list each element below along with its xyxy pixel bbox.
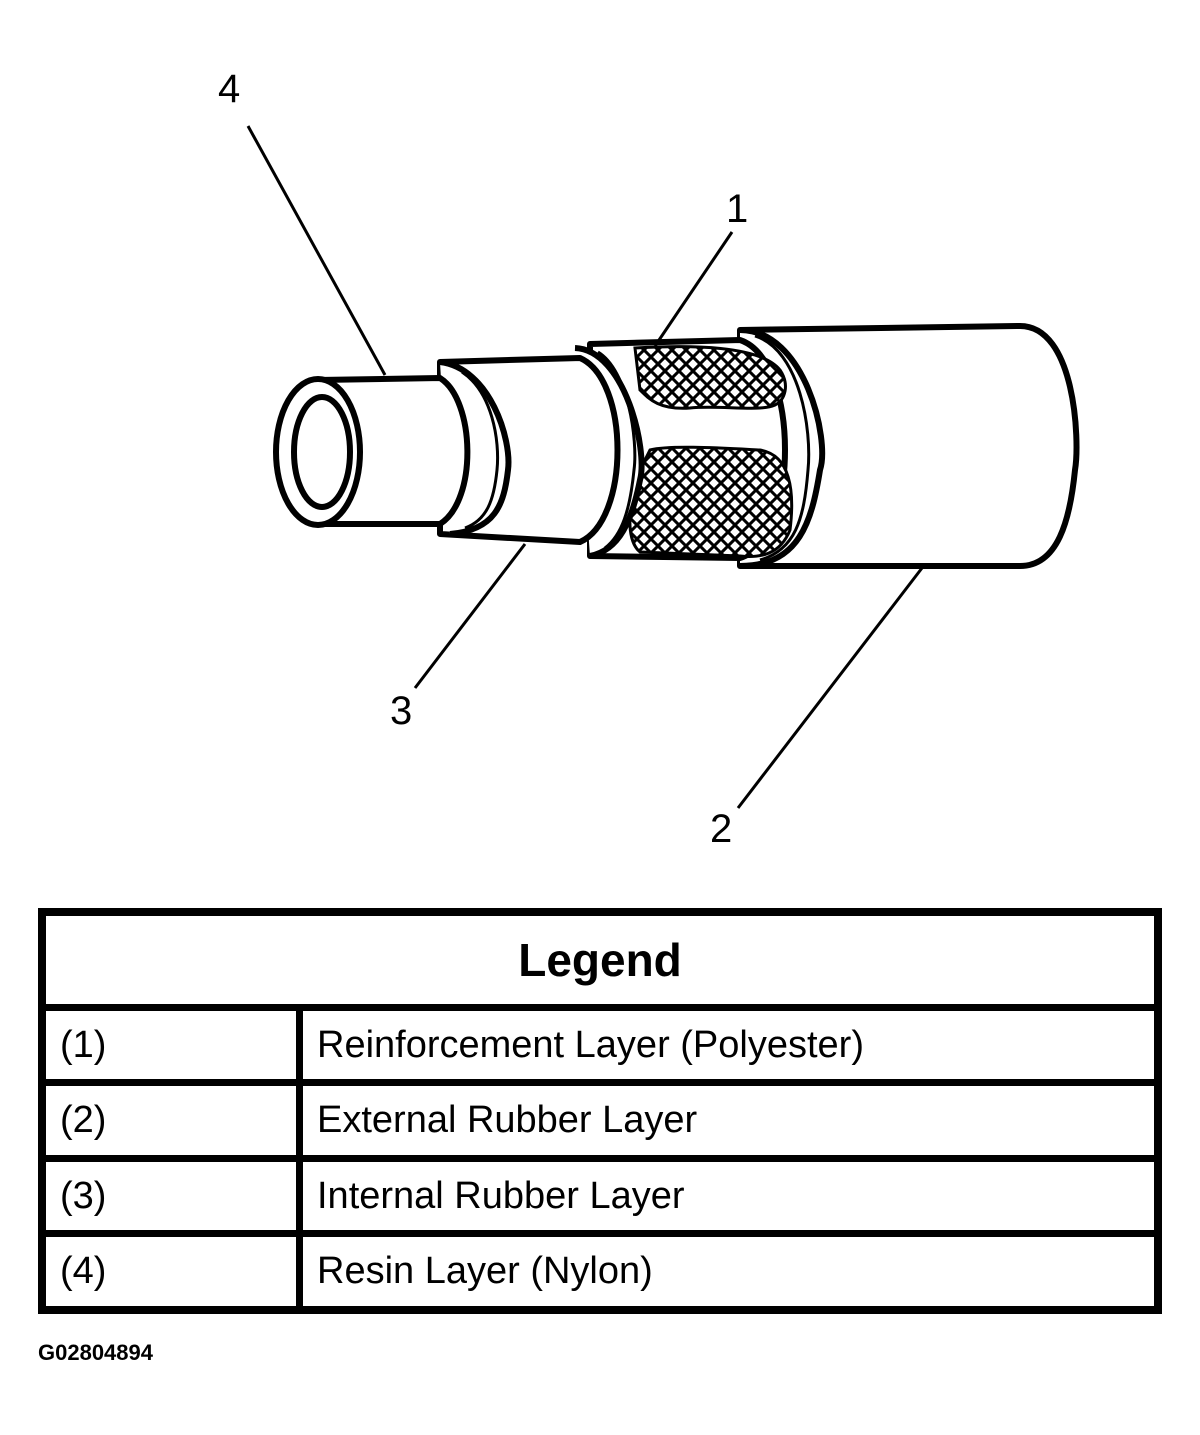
legend-number: (2) — [38, 1079, 303, 1162]
legend-row: (4) Resin Layer (Nylon) — [38, 1230, 1162, 1314]
legend-description: Reinforcement Layer (Polyester) — [296, 1003, 1162, 1087]
leader-lines — [246, 125, 924, 809]
legend-description: Internal Rubber Layer — [296, 1154, 1162, 1238]
legend-number: (4) — [38, 1230, 303, 1314]
resin-layer-shape — [273, 375, 471, 528]
leader-line-4 — [246, 125, 387, 376]
legend-row: (2) External Rubber Layer — [38, 1079, 1162, 1162]
hose-layers-diagram: 4 1 3 2 — [218, 67, 1080, 851]
legend-row: (3) Internal Rubber Layer — [38, 1154, 1162, 1238]
callout-4: 4 — [218, 67, 240, 111]
figure-code: G02804894 — [38, 1340, 153, 1365]
callout-3: 3 — [390, 689, 412, 733]
legend-description: External Rubber Layer — [296, 1079, 1162, 1162]
callout-1: 1 — [726, 187, 748, 231]
legend-header-row: Legend — [38, 908, 1162, 1011]
leader-line-3 — [413, 543, 527, 689]
legend-number: (3) — [38, 1154, 303, 1238]
legend-number: (1) — [38, 1003, 303, 1087]
legend-table: Legend (1) Reinforcement Layer (Polyeste… — [38, 908, 1162, 1314]
legend-title: Legend — [38, 908, 1162, 1011]
leader-line-1 — [653, 231, 734, 347]
leader-line-2 — [736, 567, 924, 809]
legend-description: Resin Layer (Nylon) — [296, 1230, 1162, 1314]
legend-row: (1) Reinforcement Layer (Polyester) — [38, 1003, 1162, 1087]
callout-2: 2 — [710, 807, 732, 851]
